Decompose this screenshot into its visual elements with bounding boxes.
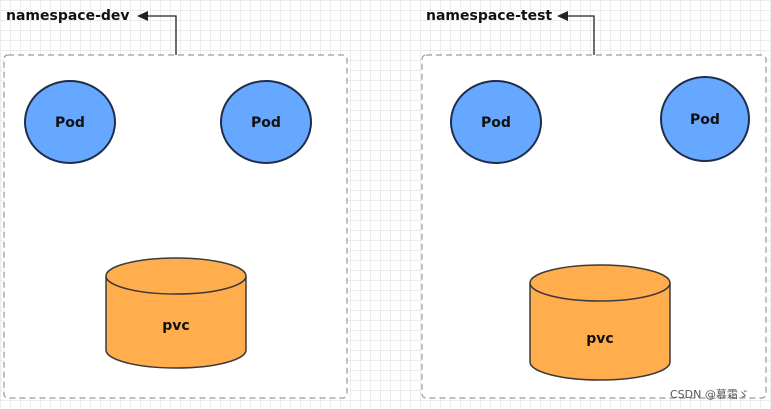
namespace-dev-connector [143,15,177,55]
pod-circle [450,80,542,164]
pvc-label: pvc [162,318,189,334]
namespace-dev-label: namespace-dev [6,8,130,24]
pod-circle [660,76,750,162]
pod-circle [220,80,312,164]
pvc-node[interactable]: pvc [529,264,671,381]
namespace-test-group: namespace-test Pod Pod pvc [421,8,767,399]
pod-label: Pod [690,112,720,128]
pvc-label: pvc [586,331,613,347]
pod-node[interactable]: Pod [660,76,750,162]
pvc-cylinder-body [105,276,247,369]
namespace-test-connector [563,15,595,55]
namespace-dev-arrowhead [137,11,148,21]
namespace-test-label: namespace-test [426,8,552,24]
pod-label: Pod [251,115,281,131]
pod-node[interactable]: Pod [450,80,542,164]
pvc-cylinder-top [105,257,247,295]
pod-label: Pod [55,115,85,131]
pvc-cylinder-top [529,264,671,302]
namespace-dev-group: namespace-dev Pod Pod pvc [3,8,348,399]
pvc-cylinder-body [529,283,671,381]
pod-node[interactable]: Pod [24,80,116,164]
pvc-node[interactable]: pvc [105,257,247,369]
pod-node[interactable]: Pod [220,80,312,164]
pod-label: Pod [481,115,511,131]
pod-circle [24,80,116,164]
namespace-test-arrowhead [557,11,568,21]
watermark-text: CSDN @慕霜ゞ [670,387,749,401]
